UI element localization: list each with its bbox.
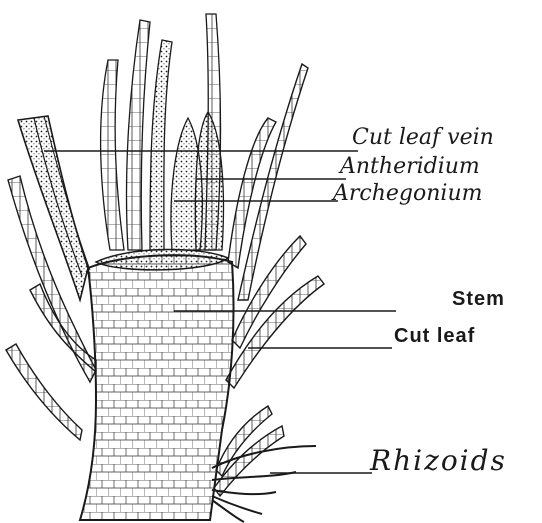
label-cut-leaf: Cut leaf: [394, 326, 475, 346]
stem-body: [80, 249, 234, 520]
label-archegonium: Archegonium: [333, 183, 482, 205]
label-cut-leaf-vein: Cut leaf vein: [352, 127, 494, 149]
label-stem: Stem: [452, 289, 505, 309]
label-rhizoids: Rhizoids: [370, 447, 507, 475]
label-antheridium: Antheridium: [340, 156, 480, 178]
antheridia-archegonia: [101, 14, 224, 250]
